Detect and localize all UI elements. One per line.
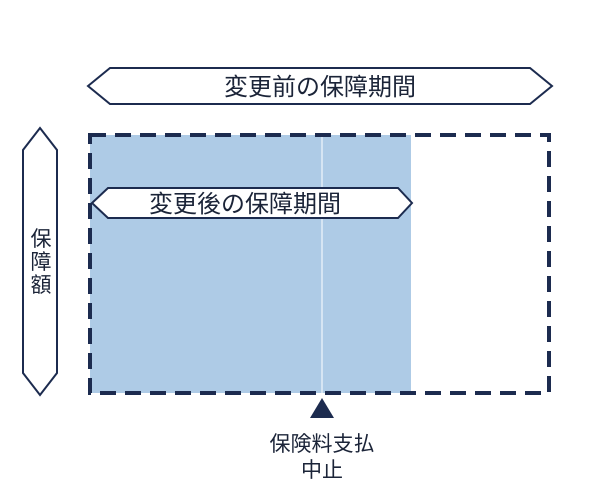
payment-stop-caption-line1: 保険料支払 bbox=[269, 432, 375, 456]
coverage-before-outline bbox=[88, 133, 551, 395]
coverage-amount-label: 保障額 bbox=[28, 228, 52, 297]
triangle-up-icon bbox=[310, 398, 334, 418]
payment-stop-caption-line2: 中止 bbox=[301, 458, 343, 482]
period-before-label: 変更前の保障期間 bbox=[224, 73, 416, 101]
period-after-arrow: 変更後の保障期間 bbox=[90, 187, 414, 219]
coverage-amount-arrow: 保障額 bbox=[22, 126, 58, 397]
period-before-arrow: 変更前の保障期間 bbox=[86, 67, 554, 105]
coverage-after-area bbox=[90, 135, 411, 393]
period-after-label: 変更後の保障期間 bbox=[149, 190, 341, 218]
